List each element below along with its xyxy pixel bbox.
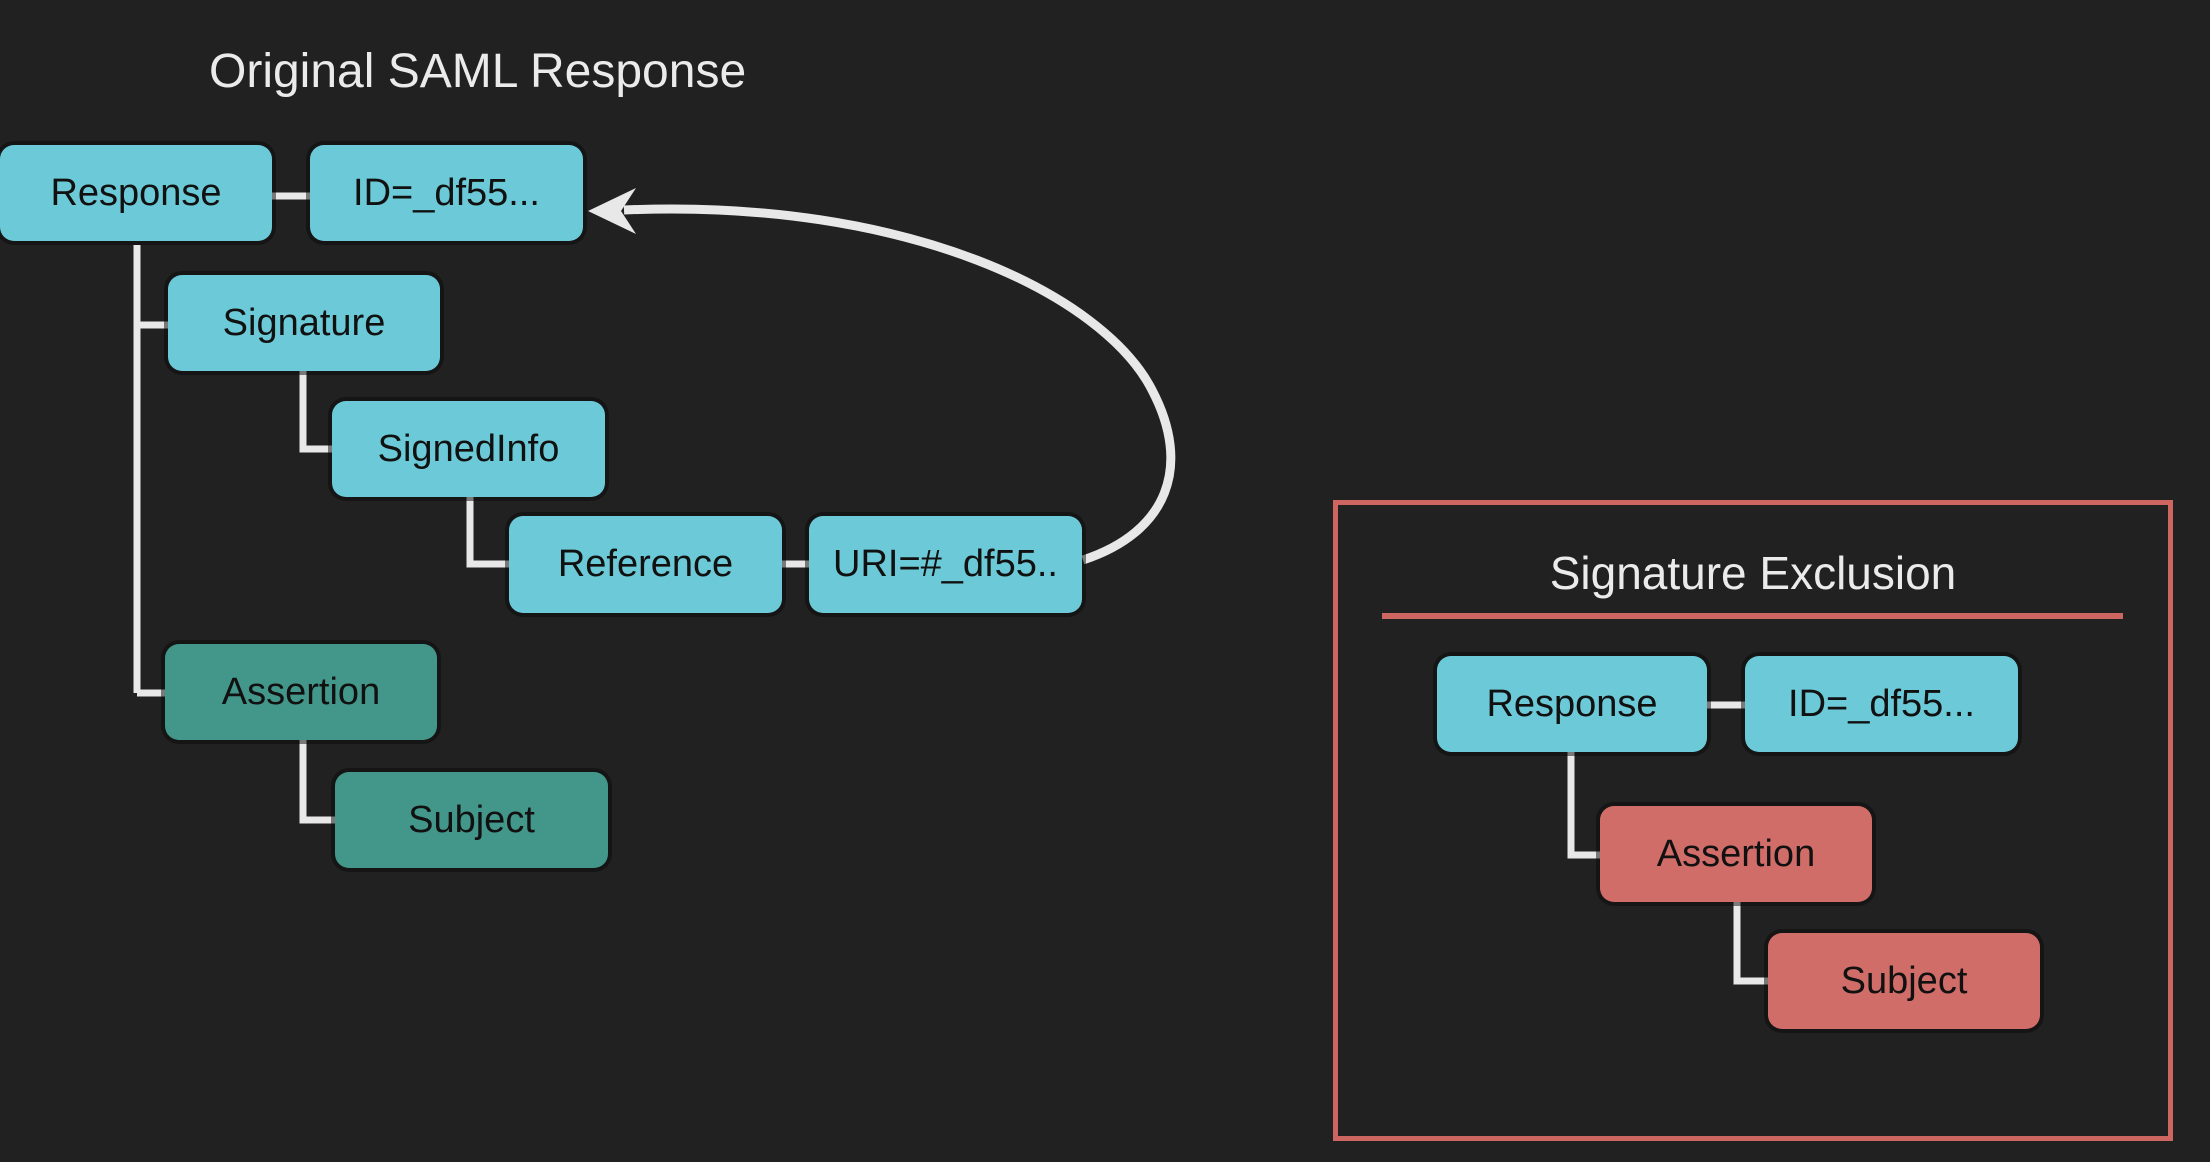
node-subject: Subject <box>335 772 608 868</box>
node-forged-assertion: Assertion <box>1600 806 1872 902</box>
edge-signature-signedinfo <box>299 371 332 453</box>
node-excluded-response: Response <box>1437 656 1707 752</box>
uri-to-id-curve <box>623 204 1176 565</box>
right-diagram-title: Signature Exclusion <box>1549 547 1957 599</box>
node-response: Response <box>0 145 272 241</box>
edge-r-response-assertion <box>1567 752 1600 859</box>
node-signature: Signature <box>168 275 440 371</box>
left-diagram-title: Original SAML Response <box>209 45 747 98</box>
edge-r-assertion-subject <box>1733 902 1768 985</box>
node-uri-attribute: URI=#_df55.. <box>809 516 1082 613</box>
node-id-attribute: ID=_df55... <box>310 145 583 241</box>
node-excluded-id-attribute: ID=_df55... <box>1745 656 2018 752</box>
node-assertion: Assertion <box>165 644 437 740</box>
arrowhead-icon <box>588 188 636 234</box>
title-underline <box>1382 613 2123 619</box>
edge-assertion-subject <box>299 740 335 824</box>
node-forged-subject: Subject <box>1768 933 2040 1029</box>
node-reference: Reference <box>509 516 782 613</box>
signature-exclusion-panel <box>1333 500 2173 1141</box>
node-signedinfo: SignedInfo <box>332 401 605 497</box>
edge-signedinfo-reference <box>466 497 509 568</box>
